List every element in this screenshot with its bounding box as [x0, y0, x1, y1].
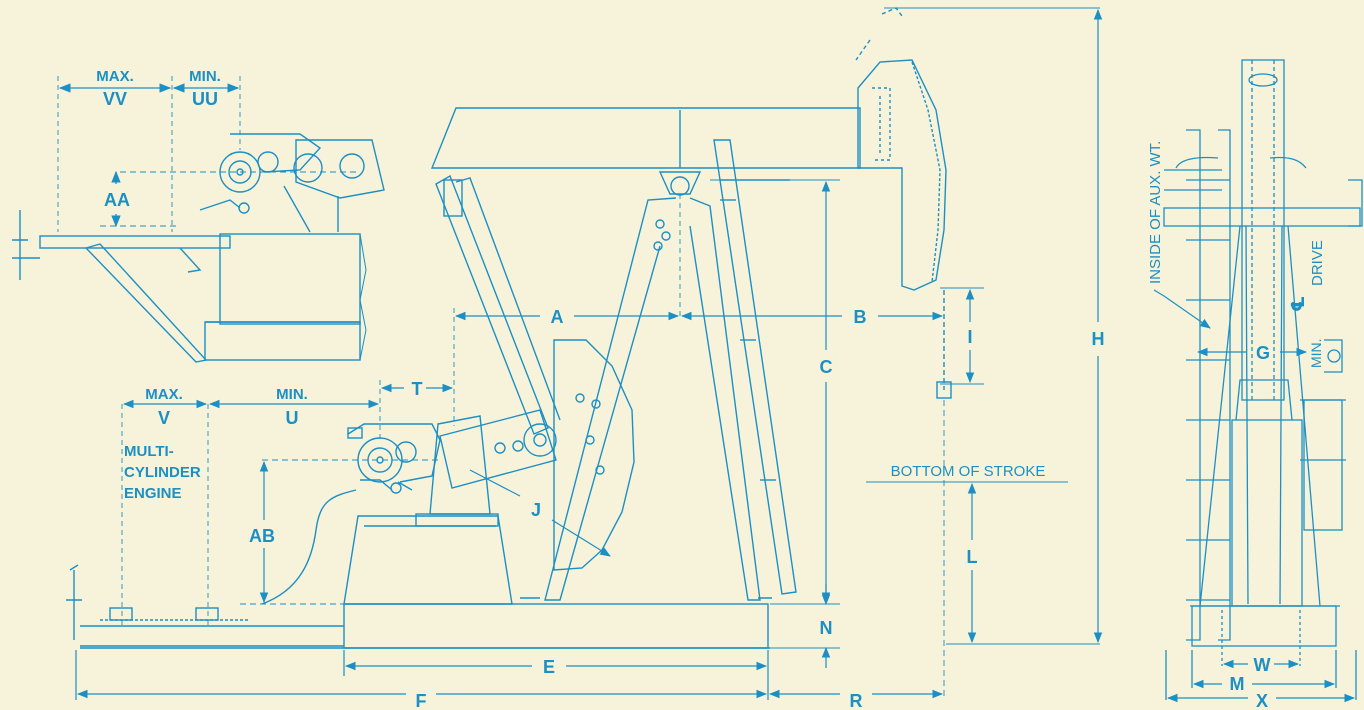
dim-x-label: X: [1256, 691, 1268, 710]
dim-u-label: U: [286, 408, 299, 428]
inside-aux-wt-label: INSIDE OF AUX. WT.: [1147, 141, 1164, 284]
dim-f-label: F: [416, 691, 427, 710]
engine-label-line2: CYLINDER: [124, 464, 201, 481]
dim-v-label: V: [158, 408, 170, 428]
dim-a-label: A: [551, 307, 564, 327]
dim-m-label: M: [1230, 674, 1245, 694]
dim-c-label: C: [820, 357, 833, 377]
pumping-unit-side-view: [66, 7, 952, 649]
drive-label: DRIVE: [1309, 240, 1326, 286]
dim-vv-label: VV: [103, 89, 127, 109]
max-label-top: MAX.: [96, 68, 134, 85]
end-view-dimensions: [1153, 289, 1356, 703]
bottom-of-stroke-label: BOTTOM OF STROKE: [891, 463, 1046, 480]
min-label-top: MIN.: [189, 68, 221, 85]
dim-r-label: R: [850, 691, 863, 710]
dim-n-label: N: [820, 618, 833, 638]
engine-label-line1: MULTI-: [124, 443, 174, 460]
engine-label-line3: ENGINE: [124, 485, 182, 502]
engine-detail-view: [12, 76, 385, 363]
dim-e-label: E: [543, 657, 555, 677]
centerline-symbol: ℄: [1288, 296, 1308, 312]
dim-w-label: W: [1254, 655, 1271, 675]
top-dimensions: [58, 83, 240, 228]
main-dimensions: [75, 7, 1103, 700]
pumping-unit-end-view: [1163, 59, 1363, 700]
dim-ab-label: AB: [249, 526, 275, 546]
dim-t-label: T: [412, 379, 423, 399]
dim-l-label: L: [967, 547, 978, 567]
dim-h-label: H: [1092, 329, 1105, 349]
min-label-vertical: MIN.: [1308, 338, 1324, 368]
dim-uu-label: UU: [192, 89, 218, 109]
dim-j-label: J: [531, 500, 541, 520]
max-label-bottom: MAX.: [145, 386, 183, 403]
dim-aa-label: AA: [104, 190, 130, 210]
dim-b-label: B: [854, 307, 867, 327]
dim-i-label: I: [967, 327, 972, 347]
dim-g-label: G: [1256, 343, 1270, 363]
min-label-bottom: MIN.: [276, 386, 308, 403]
